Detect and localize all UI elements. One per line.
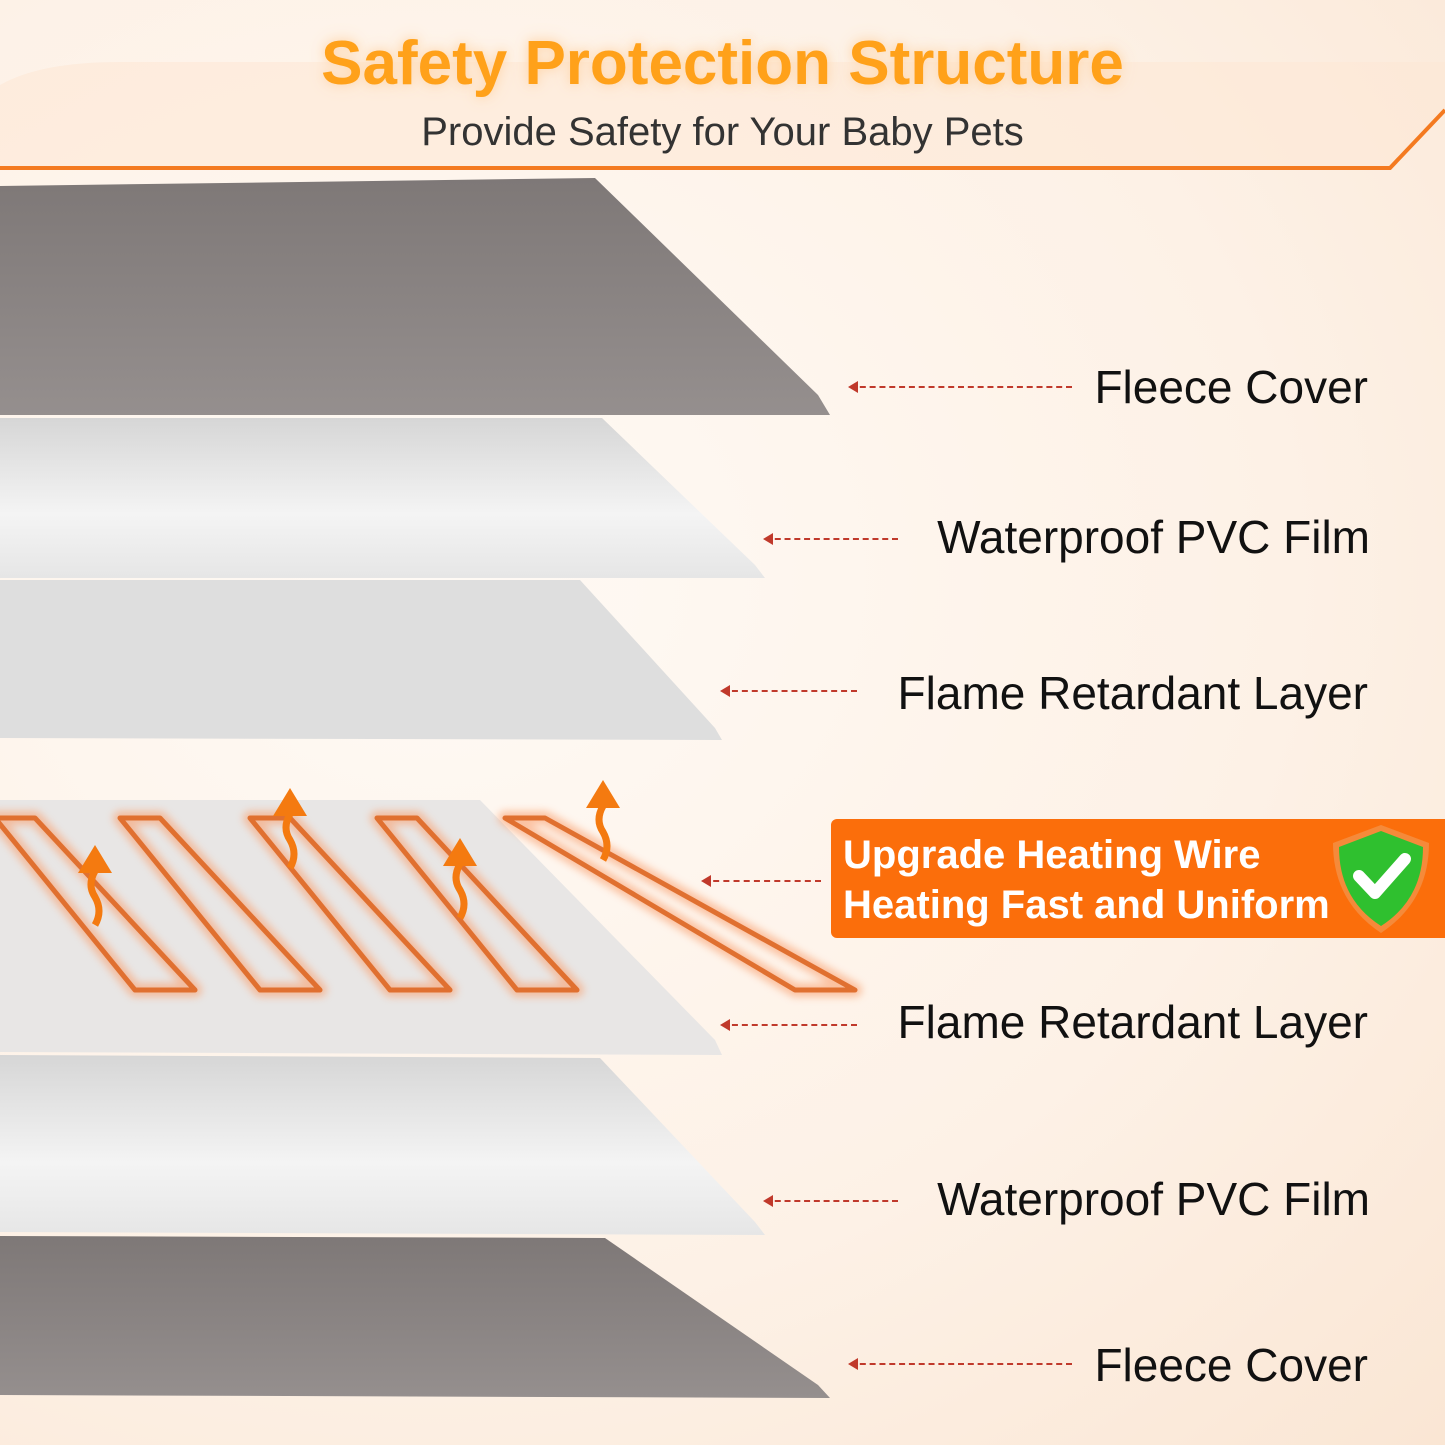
- leader-line: [848, 1358, 1072, 1370]
- label-fleece-cover-bottom: Fleece Cover: [1094, 1339, 1368, 1391]
- pvc-film-bottom: [0, 1055, 765, 1235]
- wire-loop: [502, 815, 858, 993]
- leader-line: [763, 533, 898, 545]
- fleece-cover-top: [0, 178, 830, 415]
- leader-line: [763, 1195, 898, 1207]
- wire-loop: [374, 815, 580, 993]
- shield-check-icon: [1333, 825, 1429, 933]
- heat-arrow-icon: [78, 845, 112, 927]
- heat-arrows: [78, 780, 620, 927]
- label-fleece-cover-top: Fleece Cover: [1094, 361, 1368, 413]
- leader-line: [701, 875, 821, 887]
- heating-wire-callout: Upgrade Heating Wire Heating Fast and Un…: [831, 819, 1445, 938]
- wire-loop: [247, 815, 453, 993]
- heat-arrow-icon: [443, 838, 477, 920]
- wire-loop: [117, 815, 323, 993]
- fleece-cover-bottom: [0, 1236, 830, 1398]
- wire-loop: [0, 815, 198, 993]
- label-pvc-film-bottom: Waterproof PVC Film: [937, 1173, 1370, 1225]
- header-rule: [0, 108, 1445, 170]
- leader-line: [720, 1019, 857, 1031]
- label-pvc-film-top: Waterproof PVC Film: [937, 511, 1370, 563]
- callout-line-1: Upgrade Heating Wire: [843, 833, 1261, 877]
- leader-line: [720, 685, 857, 697]
- header-banner: [0, 62, 1445, 168]
- page-title: Safety Protection Structure: [321, 29, 1124, 98]
- heat-arrow-icon: [586, 780, 620, 862]
- label-flame-layer-bottom: Flame Retardant Layer: [897, 996, 1368, 1048]
- leader-line: [848, 381, 1072, 393]
- heating-wire: [0, 811, 862, 997]
- page-subtitle: Provide Safety for Your Baby Pets: [421, 110, 1024, 154]
- flame-layer-top: [0, 580, 722, 740]
- callout-line-2: Heating Fast and Uniform: [843, 883, 1330, 927]
- label-flame-layer-top: Flame Retardant Layer: [897, 667, 1368, 719]
- heat-arrow-icon: [273, 788, 307, 870]
- pvc-film-top: [0, 418, 765, 578]
- heating-wire-layer: [0, 800, 722, 1055]
